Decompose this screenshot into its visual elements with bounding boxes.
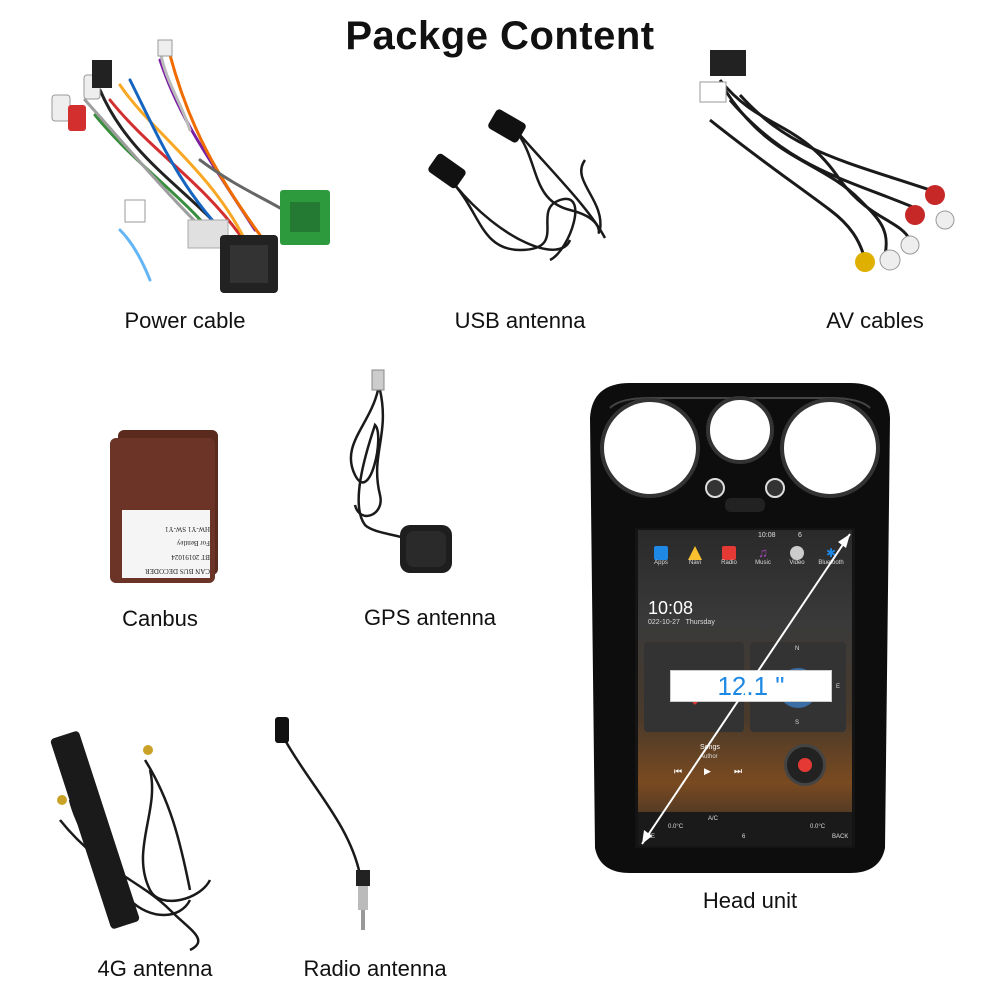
4g-antenna-icon xyxy=(50,731,212,952)
gps-antenna-icon xyxy=(349,369,452,573)
climate-bar: ME 0.0°C A/C 6 0.0°C BACK xyxy=(638,812,852,846)
av-cables-label: AV cables xyxy=(826,308,924,333)
usb-cable-icon xyxy=(428,109,607,262)
vinyl-disc-icon xyxy=(784,744,826,786)
usb-antenna-label: USB antenna xyxy=(454,308,586,333)
power-cable-label: Power cable xyxy=(124,308,246,333)
apps-icon xyxy=(654,546,668,560)
app-label: Navi xyxy=(688,560,701,566)
screen-size-text: 12.1 " xyxy=(717,671,785,701)
back-label[interactable]: BACK xyxy=(832,834,849,840)
compass-n: N xyxy=(795,646,800,652)
av-cable-item: AV cables xyxy=(699,40,960,333)
app-music[interactable]: ♫ Music xyxy=(748,545,778,567)
app-apps[interactable]: Apps xyxy=(646,546,676,566)
media-widget[interactable]: Songs Author ⏮ ▶ ⏭ xyxy=(644,738,846,806)
climate-ac[interactable]: A/C xyxy=(708,816,719,822)
next-icon[interactable]: ⏭ xyxy=(734,766,743,776)
clock-date-row: 022-10-27 Thursday xyxy=(648,619,715,626)
app-label: Music xyxy=(755,560,771,566)
play-icon[interactable]: ▶ xyxy=(704,766,711,776)
clock-widget: 10:08 022-10-27 Thursday xyxy=(648,598,715,626)
compass-e: E xyxy=(836,684,841,690)
screen-size-badge: 12.1 " xyxy=(670,670,832,702)
canbus-line-1: CAN BUS DECODER xyxy=(145,567,210,575)
head-unit-label: Head unit xyxy=(702,888,798,913)
canbus-line-3: For Bentley xyxy=(176,539,210,547)
usb-cable-item: USB antenna xyxy=(420,100,620,333)
radio-icon xyxy=(722,546,736,560)
4g-antenna-label: 4G antenna xyxy=(97,956,213,981)
app-label: Apps xyxy=(654,560,668,566)
gps-item: GPS antenna xyxy=(330,365,530,635)
app-radio[interactable]: Radio xyxy=(714,546,744,566)
prev-icon[interactable]: ⏮ xyxy=(674,766,683,776)
bluetooth-icon: ✱ xyxy=(825,546,837,560)
power-cable-icon xyxy=(51,39,330,293)
head-unit-item: 10:08 6 Apps Navi Radio ♫ Music Video xyxy=(580,378,900,918)
video-icon xyxy=(790,546,804,560)
app-navi[interactable]: Navi xyxy=(680,546,710,566)
media-artist: Author xyxy=(700,754,718,760)
app-label: Radio xyxy=(721,560,737,566)
canbus-box-icon xyxy=(110,430,218,583)
app-label: Video xyxy=(789,560,805,566)
app-label: Bluetooth xyxy=(818,560,844,566)
climate-left[interactable]: 0.0°C xyxy=(668,824,684,830)
compass-s: S xyxy=(795,720,800,726)
clock-weekday: Thursday xyxy=(685,619,715,626)
navi-icon xyxy=(688,546,702,560)
app-row: Apps Navi Radio ♫ Music Video ✱ Bluetoot… xyxy=(638,546,852,580)
canbus-line-4: HW-Y1 SW-Y1 xyxy=(165,525,210,533)
app-bluetooth[interactable]: ✱ Bluetooth xyxy=(816,546,846,566)
status-time: 10:08 xyxy=(758,532,776,539)
gps-antenna-label: GPS antenna xyxy=(363,605,497,630)
media-title: Songs xyxy=(700,744,720,751)
radio-item: Radio antenna xyxy=(260,715,490,990)
climate-right[interactable]: 0.0°C xyxy=(810,824,826,830)
status-bar: 10:08 6 xyxy=(638,532,852,542)
clock-time: 10:08 xyxy=(648,598,694,618)
status-extra: 6 xyxy=(798,532,802,539)
radio-antenna-icon xyxy=(275,717,370,930)
page-title: Packge Content xyxy=(345,14,655,58)
head-unit-screen: 10:08 6 Apps Navi Radio ♫ Music Video xyxy=(638,530,852,846)
radio-antenna-label: Radio antenna xyxy=(303,956,447,981)
clock-date: 022-10-27 xyxy=(648,619,680,626)
canbus-label: Canbus xyxy=(122,606,198,631)
4g-item: 4G antenna xyxy=(40,720,270,990)
app-video[interactable]: Video xyxy=(782,546,812,566)
fan-level[interactable]: 6 xyxy=(742,834,746,840)
canbus-label-sticker: CAN BUS DECODER BT 20191024 For Bentley … xyxy=(124,512,210,578)
canbus-item: CAN BUS DECODER BT 20191024 For Bentley … xyxy=(100,430,240,650)
home-label[interactable]: ME xyxy=(646,834,655,840)
av-cable-icon xyxy=(699,50,955,272)
canbus-line-2: BT 20191024 xyxy=(171,553,210,561)
power-cable-item: Power cable xyxy=(40,39,340,333)
music-icon: ♫ xyxy=(758,545,768,560)
